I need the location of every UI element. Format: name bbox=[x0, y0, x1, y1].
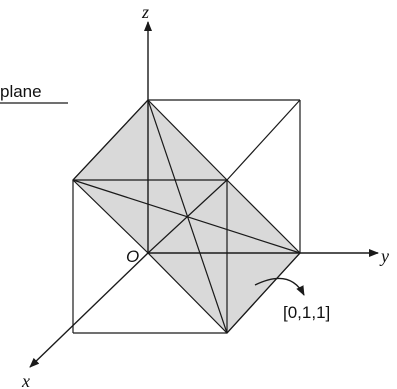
y-axis-label: y bbox=[379, 246, 389, 266]
x-axis-label: x bbox=[21, 371, 30, 389]
cube-edges bbox=[72, 99, 301, 334]
direction-arrow bbox=[254, 277, 305, 296]
z-axis-label: z bbox=[141, 2, 149, 22]
plane-diagonals bbox=[72, 99, 301, 334]
direction-label: [0,1,1] bbox=[283, 303, 330, 322]
x-axis-arrow bbox=[29, 252, 149, 368]
plane-caption: plane bbox=[0, 82, 42, 101]
origin-label: O bbox=[126, 247, 139, 266]
